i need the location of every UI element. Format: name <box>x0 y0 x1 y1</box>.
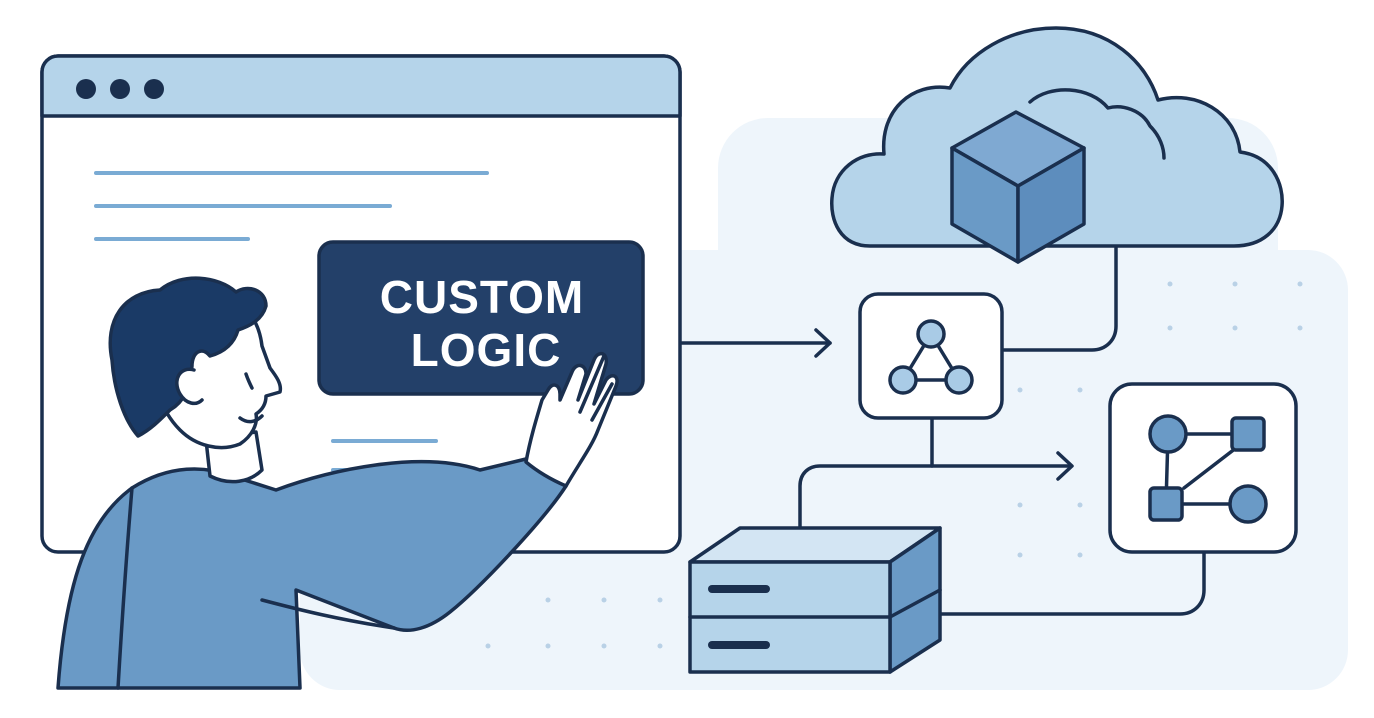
custom-logic-label-line2: LOGIC <box>411 324 562 376</box>
hair <box>108 276 268 438</box>
network-node <box>858 292 1004 420</box>
flow-graph-icon <box>1148 414 1268 524</box>
person <box>56 276 619 690</box>
cube-icon <box>950 110 1086 264</box>
graph-node <box>1108 382 1298 554</box>
server-stack <box>688 526 942 674</box>
network-triangle-icon <box>888 319 974 395</box>
custom-logic-button[interactable]: CUSTOM LOGIC <box>317 240 645 396</box>
window-dot-3 <box>144 79 164 99</box>
custom-logic-label-line1: CUSTOM <box>380 271 585 323</box>
window-dot-1 <box>76 79 96 99</box>
cloud <box>830 26 1284 264</box>
flow-arrows <box>680 246 1206 616</box>
window-dot-2 <box>110 79 130 99</box>
